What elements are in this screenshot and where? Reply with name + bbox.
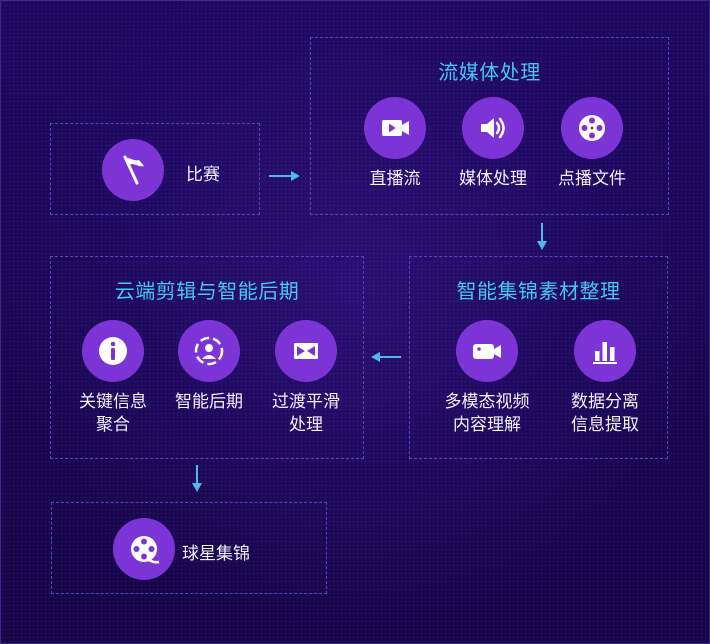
cloud-item-key-info: 关键信息 聚合 bbox=[63, 320, 163, 437]
streaming-title: 流媒体处理 bbox=[438, 60, 541, 84]
highlights-label: 球星集锦 bbox=[182, 544, 250, 564]
extraction-icon-circle bbox=[574, 320, 636, 382]
streaming-item-label: 点播文件 bbox=[558, 169, 626, 189]
streaming-item-label: 直播流 bbox=[369, 169, 421, 189]
transition-icon-circle bbox=[275, 320, 337, 382]
cloud-item-label: 过渡平滑 处理 bbox=[272, 392, 340, 435]
arrow-down-2 bbox=[192, 465, 202, 492]
cloud-editing-title: 云端剪辑与智能后期 bbox=[114, 279, 300, 303]
understanding-icon-circle bbox=[456, 320, 518, 382]
streaming-item-media: 媒体处理 bbox=[443, 97, 543, 191]
streaming-box: 流媒体处理 直播流 媒体处理 bbox=[310, 37, 669, 215]
smart-collection-title: 智能集锦素材整理 bbox=[456, 279, 621, 303]
film-reel-icon bbox=[131, 536, 160, 564]
user-circle-icon bbox=[194, 336, 224, 366]
live-icon-circle bbox=[364, 97, 426, 159]
highlights-icon-circle bbox=[113, 518, 175, 580]
match-label: 比赛 bbox=[186, 165, 220, 185]
streaming-item-vod: 点播文件 bbox=[542, 97, 642, 191]
cloud-item-label: 智能后期 bbox=[175, 392, 243, 412]
cloud-item-transition: 过渡平滑 处理 bbox=[256, 320, 356, 437]
smart-collection-box: 智能集锦素材整理 多模态视频 内容理解 数据分离 信息提取 bbox=[409, 256, 668, 459]
post-icon-circle bbox=[178, 320, 240, 382]
key-info-icon-circle bbox=[82, 320, 144, 382]
match-icon-circle bbox=[102, 139, 164, 201]
transition-icon bbox=[294, 343, 318, 359]
smart-item-understanding: 多模态视频 内容理解 bbox=[437, 320, 537, 437]
streaming-item-live: 直播流 bbox=[345, 97, 445, 191]
arrow-down-1 bbox=[537, 223, 547, 250]
media-icon-circle bbox=[462, 97, 524, 159]
smart-item-extraction: 数据分离 信息提取 bbox=[555, 320, 655, 437]
film-reel-icon bbox=[579, 115, 605, 141]
video-play-icon bbox=[382, 120, 409, 136]
arrow-left bbox=[371, 352, 401, 362]
vod-icon-circle bbox=[561, 97, 623, 159]
smart-item-label: 数据分离 信息提取 bbox=[571, 392, 639, 435]
info-icon bbox=[99, 337, 127, 365]
highlights-box: 球星集锦 bbox=[51, 502, 327, 594]
arrow-right bbox=[269, 171, 300, 181]
bar-chart-icon bbox=[593, 342, 617, 364]
video-camera-icon bbox=[473, 344, 501, 359]
cloud-editing-box: 云端剪辑与智能后期 关键信息 聚合 智能后期 bbox=[50, 256, 364, 459]
streaming-item-label: 媒体处理 bbox=[459, 169, 527, 189]
cloud-item-label: 关键信息 聚合 bbox=[79, 392, 147, 435]
match-box: 比赛 bbox=[50, 123, 260, 215]
smart-item-label: 多模态视频 内容理解 bbox=[444, 392, 530, 435]
speaker-icon bbox=[481, 117, 505, 139]
flag-icon bbox=[123, 155, 144, 185]
cloud-item-post: 智能后期 bbox=[159, 320, 259, 414]
